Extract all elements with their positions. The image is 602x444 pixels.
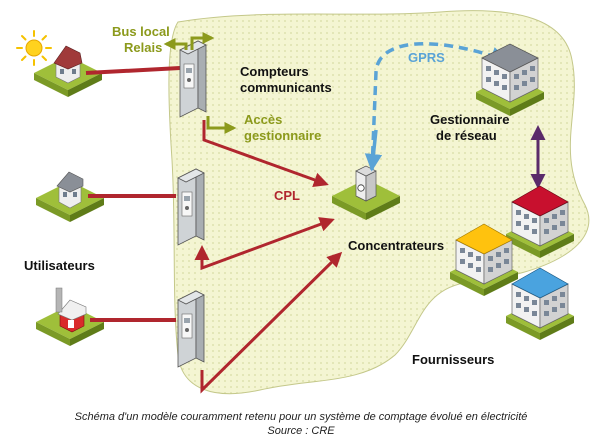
label-gestionnaire: Gestionnaire [430,112,509,127]
label-communicants: communicants [240,80,332,95]
cpl-link-meter-3 [200,251,343,394]
label-acces: Accès [244,112,282,127]
electric-meter-icon [177,290,205,368]
label-fournisseurs: Fournisseurs [412,352,494,367]
acces-gestionnaire-arrow [206,116,237,134]
cpl-link-meter-2 [194,217,335,271]
label-gestionnaire-access: gestionnaire [244,128,321,143]
label-bus-local: Bus local [112,24,170,39]
label-gprs: GPRS [408,50,445,65]
cpl-link-meter-1 [202,120,329,187]
gprs-link-down [364,129,383,172]
relais-arrow [163,38,188,50]
label-de-reseau: de réseau [436,128,497,143]
label-cpl: CPL [274,188,300,203]
user-house-solar [34,45,102,97]
label-compteurs: Compteurs [240,64,309,79]
electric-meter-icon [179,40,207,118]
label-relais: Relais [124,40,162,55]
gprs-link [370,42,509,171]
silo-icon [55,287,63,313]
sun-icon [16,30,52,66]
supplier-building-blue [506,267,574,340]
user-house [36,171,104,222]
electric-meter-icon [177,168,205,246]
farm-barn-icon [57,299,87,333]
link-house-meter-1 [85,66,181,75]
label-concentrateurs: Concentrateurs [348,238,444,253]
bus-local-arrow [190,32,215,50]
building-icon [476,43,544,116]
supplier-building-yellow [450,223,518,296]
house-icon [53,45,83,84]
caption-line-2: Source : CRE [267,425,335,437]
label-utilisateurs: Utilisateurs [24,258,95,273]
user-farm [36,287,104,346]
caption-line-1: Schéma d'un modèle couramment retenu pou… [75,411,528,423]
supplier-building-red [506,185,574,258]
house-icon [56,171,84,209]
